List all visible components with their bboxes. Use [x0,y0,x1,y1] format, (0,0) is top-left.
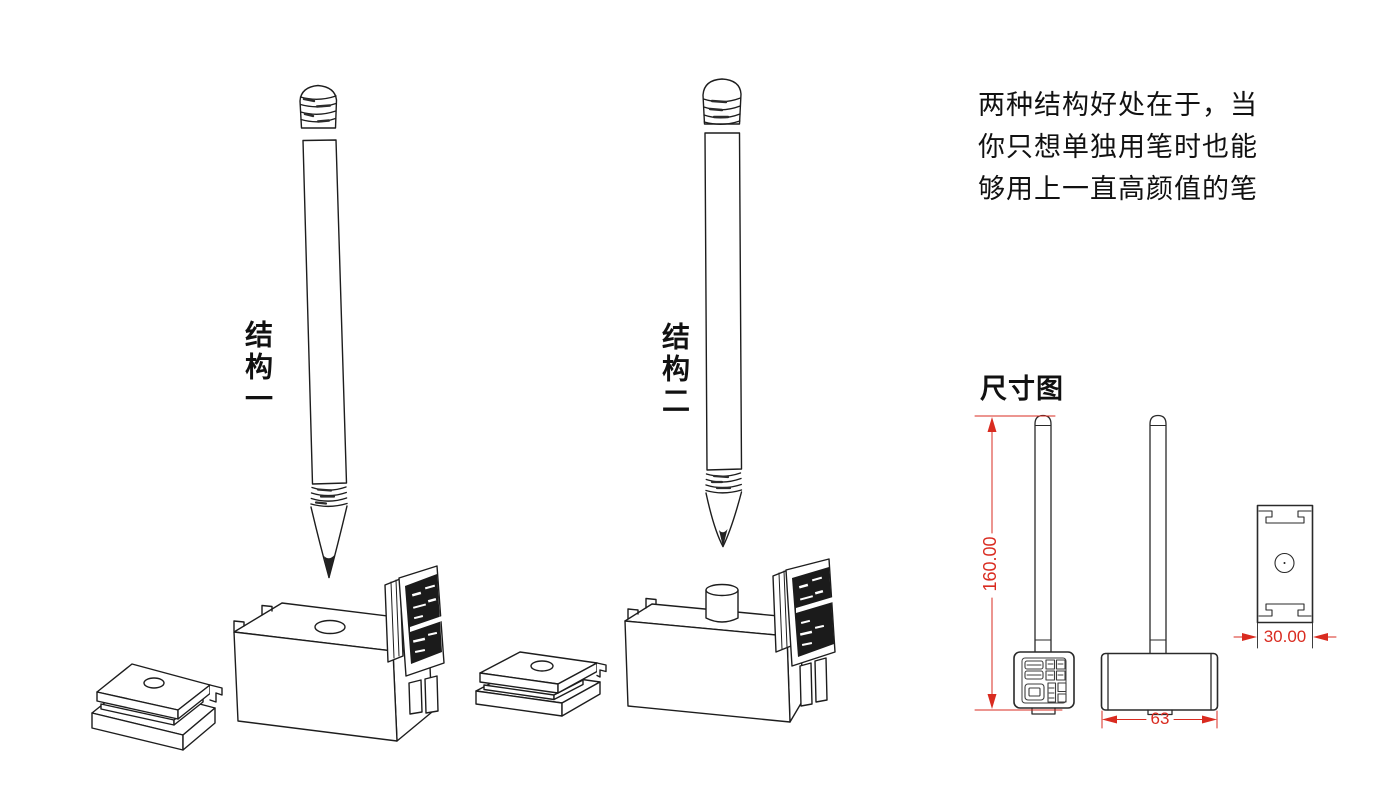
pen-2-illustration [702,78,743,548]
dim-view-front [1013,414,1075,715]
pen-1-illustration [299,84,348,579]
dim-view-side [1100,414,1219,716]
dimension-width-value: 63 [1150,709,1170,728]
dimension-height-value: 160.00 [980,536,1000,592]
dimension-depth-value: 30.00 [1263,627,1307,646]
seal-pattern-2 [792,567,834,657]
label-structure-two: 结构二 [659,322,690,418]
dimension-diagram-title: 尺寸图 [980,374,1064,404]
base-1-illustration [233,565,445,742]
plates-2-illustration [475,651,607,717]
plates-1-illustration [91,663,223,751]
seal-pattern-1 [405,574,442,664]
base-2-illustration [624,558,836,723]
dim-width-line [1101,710,1218,729]
dim-view-top [1256,504,1314,649]
dim-depth-line [1233,633,1337,641]
dim-height-line [974,415,1063,711]
seal-front-pattern [1021,657,1067,704]
description-text: 两种结构好处在于，当你只想单独用笔时也能够用上一直高颜值的笔 [978,90,1258,204]
label-structure-one: 结构一 [242,320,273,416]
